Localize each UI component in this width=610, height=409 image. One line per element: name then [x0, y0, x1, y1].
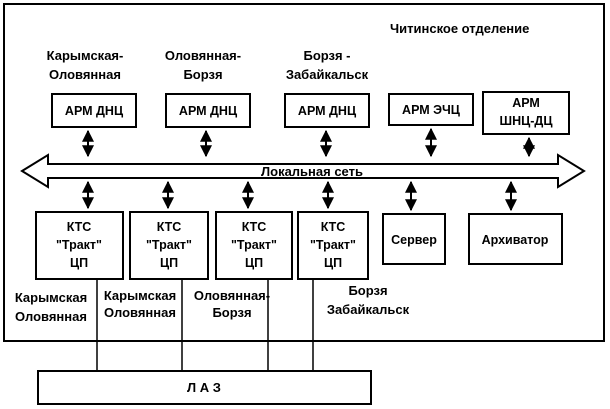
local-network-bus: Локальная сеть — [20, 153, 586, 189]
svg-text:Оловянная-: Оловянная- — [194, 288, 270, 303]
svg-text:ЦП: ЦП — [70, 256, 88, 270]
region-title: Читинское отделение — [390, 21, 529, 36]
archiver-box: Архиватор — [468, 213, 563, 265]
svg-text:АРМ ДНЦ: АРМ ДНЦ — [65, 104, 124, 118]
svg-text:ЦП: ЦП — [160, 256, 178, 270]
region-frame — [3, 3, 605, 342]
arm-dnc-box-2: АРМ ДНЦ — [165, 93, 251, 128]
svg-text:"Тракт": "Тракт" — [56, 238, 102, 252]
kts-box-2: КТС "Тракт" ЦП — [129, 211, 209, 280]
svg-text:Борзя: Борзя — [212, 305, 251, 320]
svg-text:АРМ ДНЦ: АРМ ДНЦ — [179, 104, 238, 118]
svg-text:Карымская: Карымская — [15, 290, 87, 305]
svg-text:АРМ: АРМ — [512, 96, 540, 110]
svg-text:АРМ ДНЦ: АРМ ДНЦ — [298, 104, 357, 118]
svg-text:Оловянная-: Оловянная- — [165, 48, 241, 63]
svg-text:КТС: КТС — [242, 220, 267, 234]
svg-text:Борзя: Борзя — [348, 283, 387, 298]
network-kts-connectors — [82, 180, 517, 212]
section-label-2: Оловянная- Борзя — [165, 48, 241, 82]
svg-text:Оловянная: Оловянная — [15, 309, 87, 324]
laz-label: Л А З — [187, 380, 221, 395]
svg-text:АРМ ЭЧЦ: АРМ ЭЧЦ — [402, 103, 461, 117]
svg-text:КТС: КТС — [67, 220, 92, 234]
svg-text:Борзя: Борзя — [183, 67, 222, 82]
section-label-3: Борзя - Забайкальск — [286, 48, 369, 82]
network-label: Локальная сеть — [261, 164, 363, 179]
svg-text:ШНЦ-ДЦ: ШНЦ-ДЦ — [500, 114, 554, 128]
laz-box: Л А З — [37, 370, 372, 405]
svg-text:"Тракт": "Тракт" — [146, 238, 192, 252]
arm-network-connectors — [82, 127, 535, 158]
kts-laz-lines — [96, 279, 314, 371]
server-box: Сервер — [382, 213, 446, 265]
arm-ech-box: АРМ ЭЧЦ — [388, 93, 474, 126]
svg-text:Карымская-: Карымская- — [47, 48, 124, 63]
arm-dnc-box-1: АРМ ДНЦ — [51, 93, 137, 128]
arm-shnc-box: АРМ ШНЦ-ДЦ — [482, 91, 570, 135]
svg-text:ЦП: ЦП — [324, 256, 342, 270]
svg-text:Оловянная: Оловянная — [49, 67, 121, 82]
section-label-1: Карымская- Оловянная — [47, 48, 124, 82]
arm-dnc-box-3: АРМ ДНЦ — [284, 93, 370, 128]
svg-text:Борзя -: Борзя - — [303, 48, 350, 63]
line-label-2: Карымская Оловянная — [104, 288, 176, 320]
svg-text:КТС: КТС — [321, 220, 346, 234]
svg-text:Архиватор: Архиватор — [482, 233, 549, 247]
line-label-3: Оловянная- Борзя — [194, 288, 270, 320]
svg-text:Забайкальск: Забайкальск — [286, 67, 369, 82]
kts-box-1: КТС "Тракт" ЦП — [35, 211, 124, 280]
line-label-1: Карымская Оловянная — [15, 290, 87, 324]
svg-text:Сервер: Сервер — [391, 233, 437, 247]
svg-text:Забайкальск: Забайкальск — [327, 302, 410, 317]
kts-box-4: КТС "Тракт" ЦП — [297, 211, 369, 280]
svg-text:Оловянная: Оловянная — [104, 305, 176, 320]
kts-box-3: КТС "Тракт" ЦП — [215, 211, 293, 280]
svg-text:ЦП: ЦП — [245, 256, 263, 270]
svg-text:"Тракт": "Тракт" — [231, 238, 277, 252]
svg-text:"Тракт": "Тракт" — [310, 238, 356, 252]
svg-text:КТС: КТС — [157, 220, 182, 234]
svg-text:Карымская: Карымская — [104, 288, 176, 303]
line-label-4: Борзя Забайкальск — [327, 283, 410, 317]
